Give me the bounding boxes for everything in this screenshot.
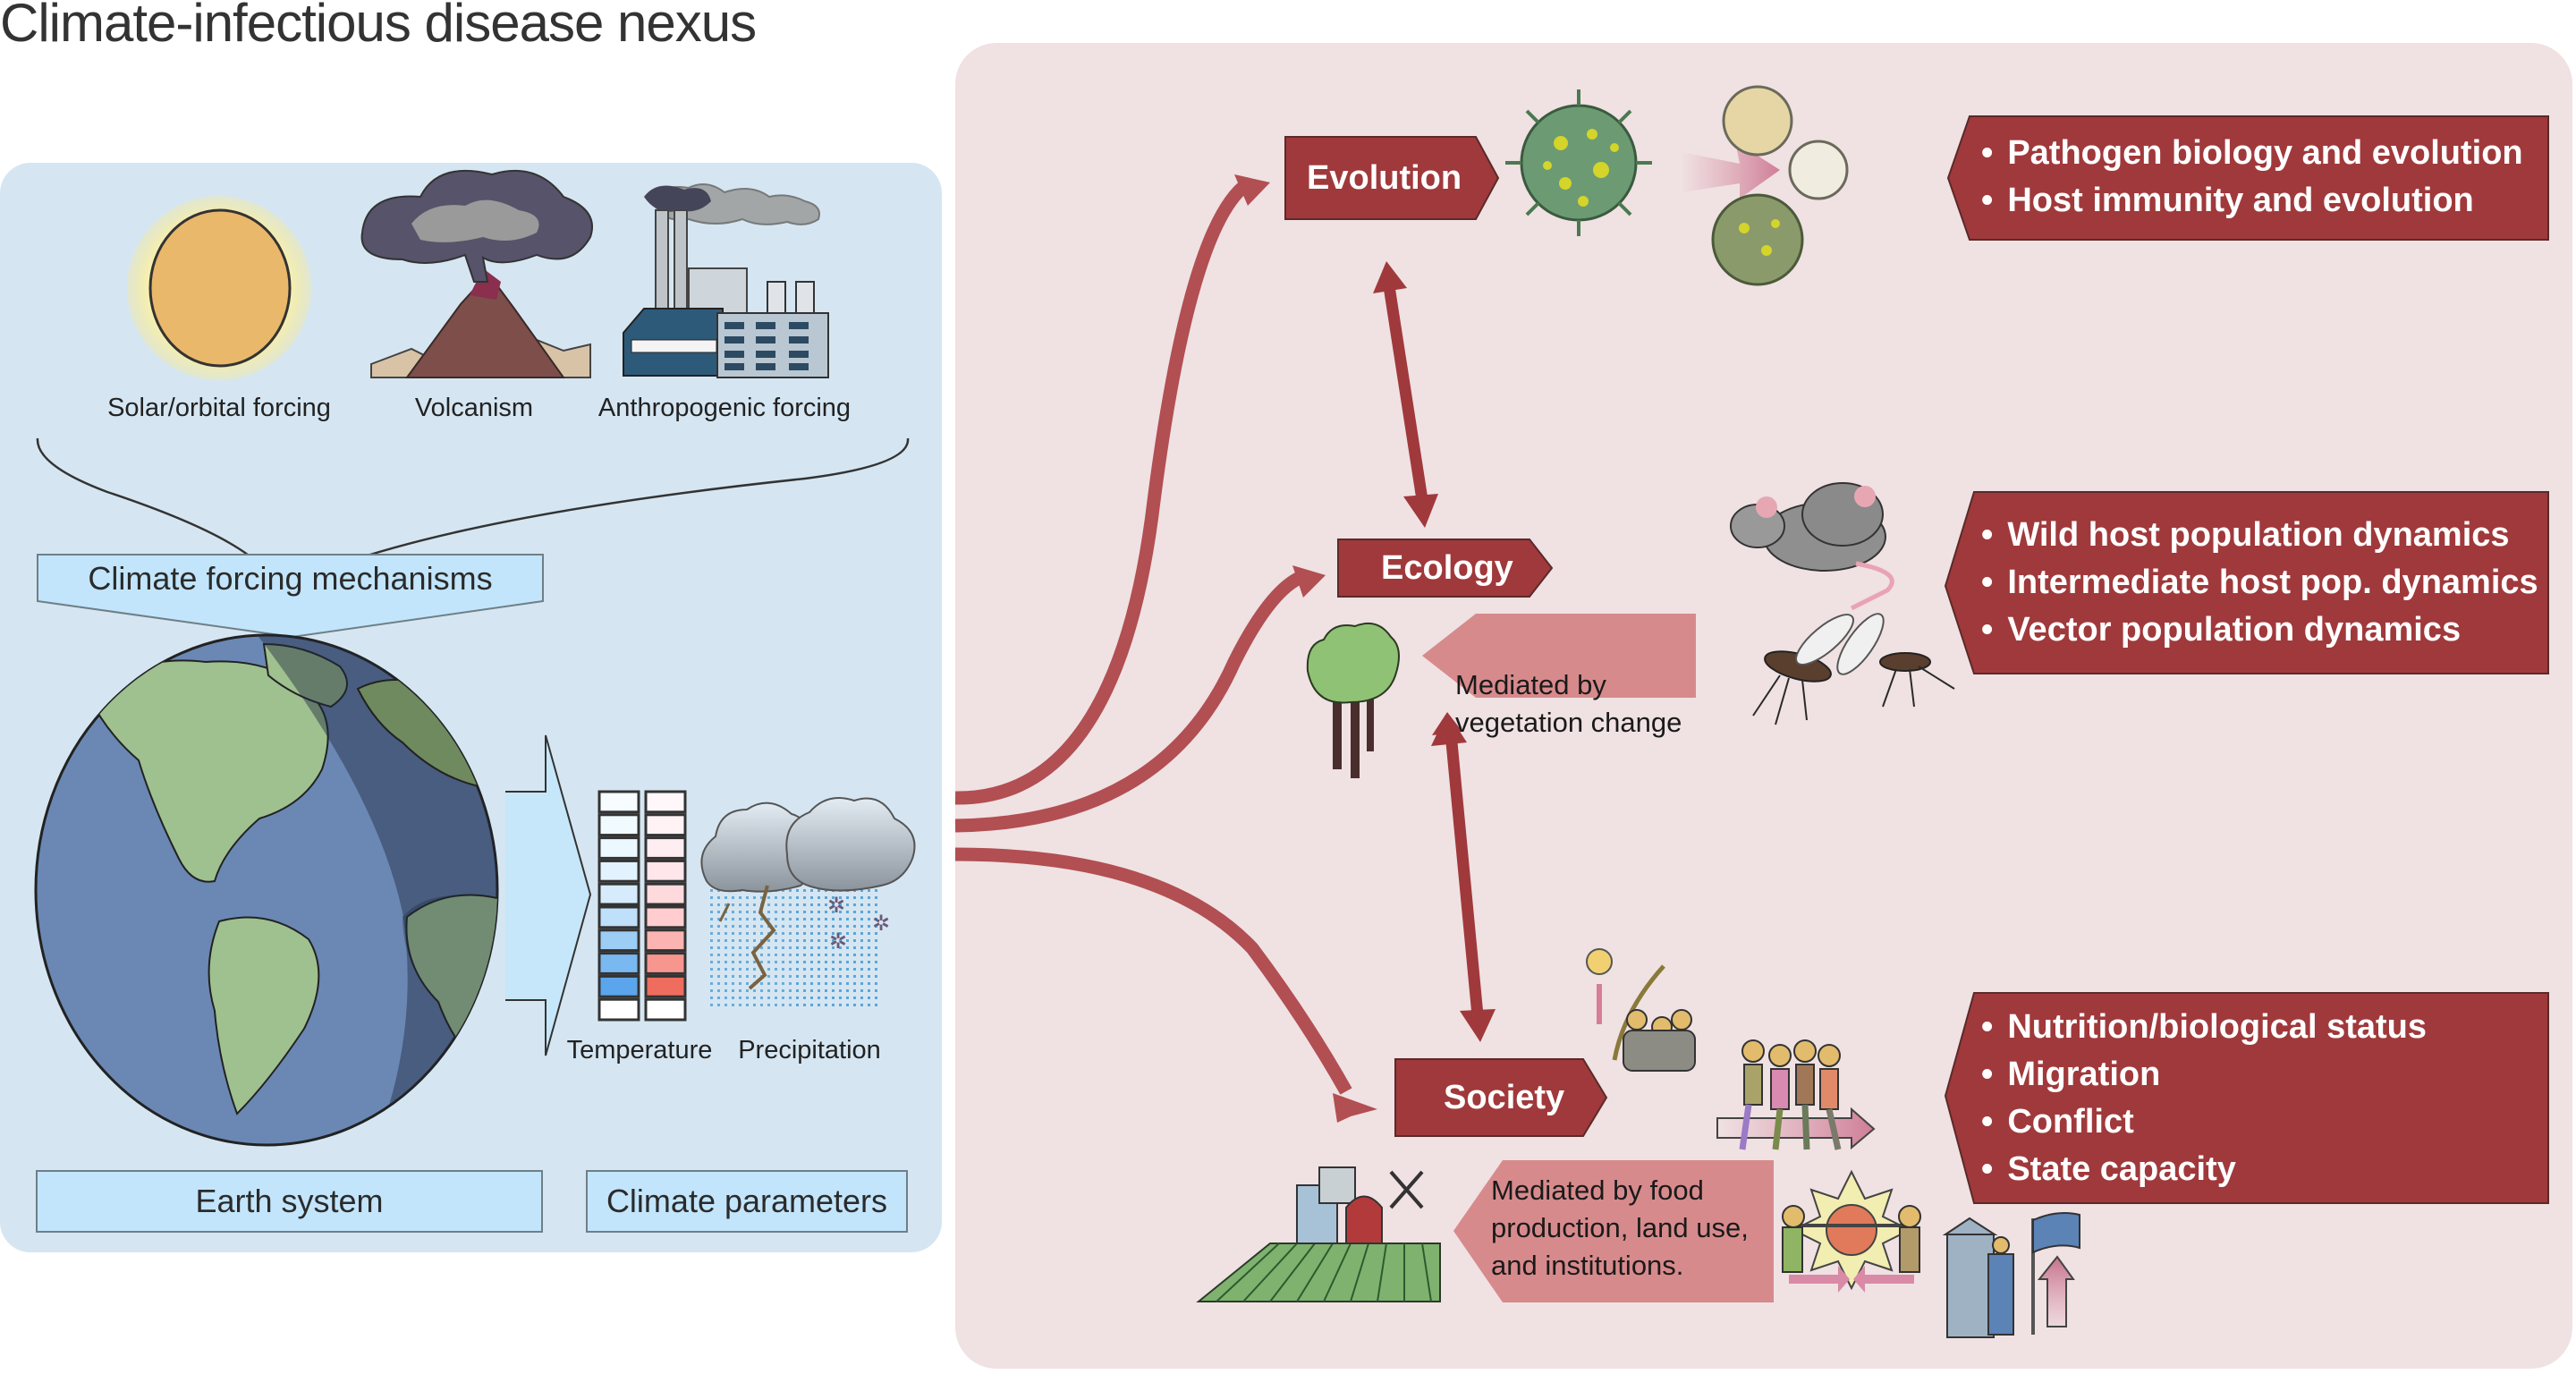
- ecology-mediator: Mediated by vegetation change: [1455, 666, 1697, 742]
- temperature-cell-warm: [644, 997, 687, 1022]
- forcing-mechanisms-label: Climate forcing mechanisms: [88, 560, 493, 597]
- climate-link-arrowheads: [1234, 174, 1377, 1123]
- svg-text:✲: ✲: [827, 894, 845, 918]
- temperature-cell-cool: [597, 952, 640, 975]
- earth-system-label: Earth system: [36, 1170, 543, 1233]
- arrowhead-evolution: [1234, 174, 1270, 206]
- storm-cloud-icon: ✲ ✲ ✲: [700, 797, 916, 1006]
- temperature-cell-cool: [597, 882, 640, 906]
- outcome-item: Intermediate host pop. dynamics: [1981, 559, 2545, 606]
- temperature-cell-warm: [644, 974, 687, 998]
- temperature-cell-cool: [597, 929, 640, 953]
- ecology-mediator-shape: [1422, 614, 1696, 698]
- outcome-item: Migration: [1981, 1051, 2545, 1098]
- temperature-cell-warm: [644, 813, 687, 837]
- outcome-item: Wild host population dynamics: [1981, 512, 2545, 559]
- society-mediator-line: and institutions.: [1491, 1250, 1684, 1281]
- society-mediator-shape: [1453, 1160, 1774, 1302]
- society-mediator-line: Mediated by food: [1491, 1175, 1704, 1206]
- society-node-shape: [1394, 1058, 1608, 1137]
- temperature-cell-cool: [597, 813, 640, 837]
- evolution-node: Evolution: [1307, 158, 1462, 197]
- link-ecology-society: [1431, 712, 1496, 1042]
- forcing-label-anthropogenic: Anthropogenic forcing: [597, 394, 852, 422]
- outcome-item: Vector population dynamics: [1981, 606, 2545, 654]
- outcome-item: Conflict: [1981, 1098, 2545, 1146]
- climate-links: [954, 177, 1352, 1095]
- government-icon: [1942, 1212, 2080, 1338]
- volcano-icon: [360, 169, 593, 378]
- globe-icon: [34, 633, 499, 1147]
- virus-icon: [1505, 89, 1652, 236]
- temperature-cell-cool: [597, 974, 640, 998]
- society-mediator: Mediated by food production, land use, a…: [1491, 1172, 1768, 1285]
- temperature-cell-warm: [644, 929, 687, 953]
- temperature-cell-warm: [644, 905, 687, 929]
- conflict-icon: [1782, 1169, 1921, 1293]
- outcome-item: State capacity: [1981, 1146, 2545, 1193]
- tree-icon: [1306, 623, 1400, 778]
- temperature-cell-warm: [644, 790, 687, 814]
- virus-variants-icon: [1711, 85, 1849, 286]
- evolution-outcomes: Pathogen biology and evolution Host immu…: [1981, 130, 2536, 225]
- temperature-cell-warm: [644, 859, 687, 883]
- ecology-node-shape: [1337, 539, 1554, 598]
- figure-title: Climate-infectious disease nexus: [0, 0, 757, 53]
- temperature-scale-icon: [597, 790, 687, 1022]
- outcome-item: Host immunity and evolution: [1981, 177, 2536, 225]
- temperature-cell-cool: [597, 836, 640, 860]
- society-node: Society: [1444, 1078, 1565, 1116]
- forcing-label-solar: Solar/orbital forcing: [107, 394, 331, 422]
- forcing-mechanisms-banner: [37, 554, 544, 639]
- famine-icon: [1586, 948, 1696, 1072]
- link-climate-to-ecology: [954, 571, 1305, 833]
- evolution-node-shape: [1284, 136, 1500, 220]
- temperature-cell-cool: [597, 905, 640, 929]
- svg-text:✲: ✲: [872, 912, 890, 936]
- ecology-outcomes: Wild host population dynamics Intermedia…: [1981, 512, 2545, 654]
- temperature-cell-warm: [644, 952, 687, 975]
- arrowhead-ecology: [1292, 565, 1326, 598]
- parameter-label-temperature: Temperature: [566, 1036, 713, 1064]
- mosquito-icon: [1752, 613, 1955, 725]
- arrowhead-society: [1333, 1093, 1377, 1123]
- sun-icon: [127, 196, 311, 380]
- outcome-item: Pathogen biology and evolution: [1981, 130, 2536, 177]
- climate-parameters-label: Climate parameters: [586, 1170, 908, 1233]
- svg-text:✲: ✲: [829, 929, 847, 954]
- society-outcomes: Nutrition/biological status Migration Co…: [1981, 1004, 2545, 1193]
- link-evolution-ecology: [1373, 261, 1438, 528]
- ecology-mediator-line: Mediated by: [1455, 669, 1606, 700]
- ecology-mediator-line: vegetation change: [1455, 707, 1682, 738]
- temperature-cell-warm: [644, 836, 687, 860]
- link-climate-to-society: [954, 847, 1352, 1095]
- globe-to-parameters-arrow: [505, 734, 592, 1056]
- farm-icon: [1196, 1166, 1441, 1302]
- outcome-item: Nutrition/biological status: [1981, 1004, 2545, 1051]
- parameter-label-precipitation: Precipitation: [738, 1036, 881, 1064]
- rodent-icon: [1730, 482, 1894, 611]
- temperature-cell-cool: [597, 997, 640, 1022]
- ecology-node: Ecology: [1381, 548, 1513, 587]
- society-mediator-line: production, land use,: [1491, 1212, 1749, 1243]
- factory-icon: [623, 183, 829, 378]
- temperature-cell-cool: [597, 790, 640, 814]
- temperature-cell-warm: [644, 882, 687, 906]
- forcing-label-volcanism: Volcanism: [414, 394, 534, 422]
- migration-icon: [1716, 1039, 1876, 1150]
- temperature-cell-cool: [597, 859, 640, 883]
- link-climate-to-evolution: [954, 177, 1252, 805]
